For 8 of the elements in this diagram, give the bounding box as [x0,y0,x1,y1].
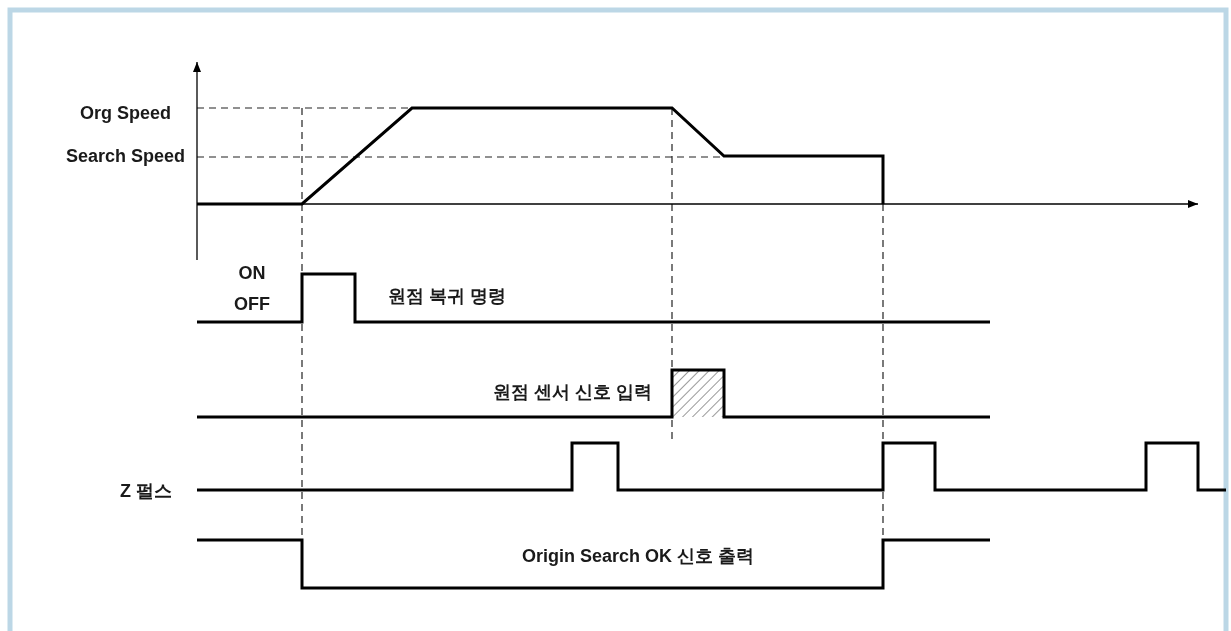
signal-label: 원점 복귀 명령 [388,285,506,307]
signal-label: Origin Search OK 신호 출력 [522,545,754,567]
signal-label: Org Speed [79,102,171,124]
signal-label: Search Speed [65,145,185,167]
signal-label: 원점 센서 신호 입력 [493,381,652,403]
signal-label: ON [238,262,266,284]
signal-label: OFF [234,293,270,315]
signal-label: Z 펄스 [120,480,172,502]
